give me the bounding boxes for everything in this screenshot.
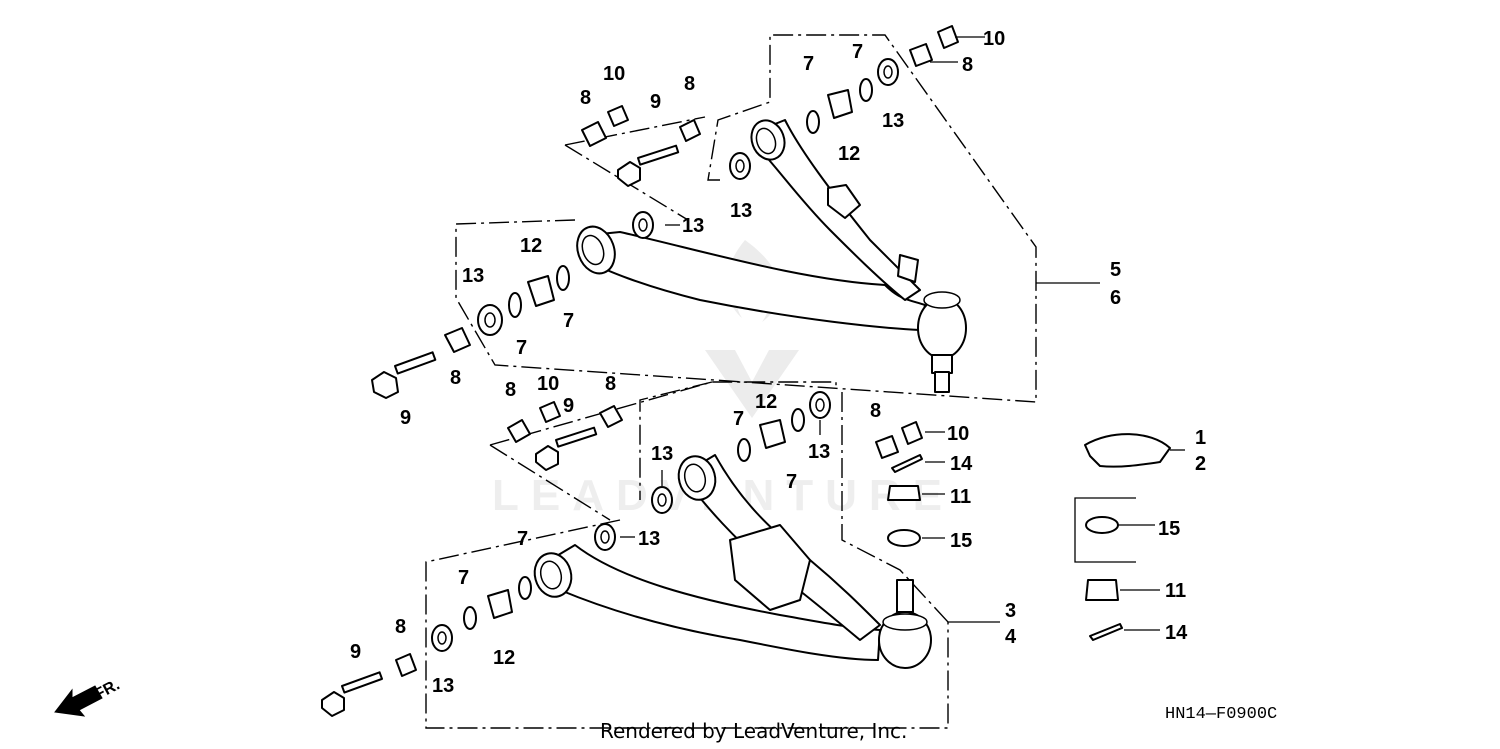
callout-upper-arm-ref-a: 5	[1110, 259, 1121, 281]
callout-guard-ref-b: 2	[1195, 453, 1206, 475]
lower-rear-axis-b	[489, 444, 611, 521]
cotter-pin	[891, 454, 923, 473]
upper-front-bushing	[527, 275, 555, 307]
callout-cotter-pin-b: 14	[1165, 622, 1188, 644]
callout-upper-right-nut: 10	[983, 28, 1005, 50]
callout-washer-a: 15	[950, 530, 972, 552]
upper-rear-nut	[607, 105, 629, 127]
upper-right-nut	[937, 25, 959, 49]
callout-lower-front-nut: 10	[947, 423, 969, 445]
upper-rear-bushing	[827, 89, 853, 119]
cotter-pin-spare	[1089, 623, 1123, 641]
callout-upper-right-oring-b: 7	[852, 41, 863, 63]
callout-upper-arm-ref-b: 6	[1110, 287, 1121, 309]
lower-rear-oring-b	[791, 408, 805, 432]
callout-lower-inner-bearing: 13	[651, 443, 673, 465]
guard-plate	[1084, 433, 1171, 468]
upper-front-bolt	[371, 351, 437, 399]
callout-upper-rear-nut: 10	[603, 63, 625, 85]
callout-upper-right-collar: 8	[962, 54, 973, 76]
washer-bracket	[1074, 497, 1136, 563]
lower-arm-group-outline	[425, 519, 949, 729]
upper-rear-collar-a	[581, 121, 607, 147]
callout-upper-rear-collar-a: 8	[580, 87, 591, 109]
lower-front-collar	[875, 435, 899, 459]
lower-front-collar-b	[395, 653, 417, 677]
lower-front-bolt	[321, 671, 383, 717]
diagram-code: HN14—F0900C	[1165, 705, 1277, 724]
lower-front-oring-b	[518, 576, 532, 600]
callout-upper-bearing-inner-left: 13	[682, 215, 704, 237]
upper-rear-oring-b	[859, 78, 873, 102]
callout-lower-rear-bolt: 9	[563, 395, 574, 417]
callout-upper-oring-left-a: 7	[516, 337, 527, 359]
upper-arm-group-outline	[455, 34, 1037, 403]
callout-lower-front-collar-b: 8	[395, 616, 406, 638]
callout-washer-b: 15	[1158, 518, 1180, 540]
upper-front-collar	[444, 327, 471, 353]
callout-lower-arm-ref-a: 3	[1005, 600, 1016, 622]
callout-lower-rear-nut: 10	[537, 373, 559, 395]
castle-nut	[887, 485, 921, 501]
upper-right-collar	[909, 43, 933, 67]
callout-lower-rear-collar-a: 8	[505, 379, 516, 401]
lower-rear-bushing	[759, 419, 786, 449]
callout-lower-arm-ref-b: 4	[1005, 626, 1017, 648]
lower-mid-axis	[639, 381, 713, 500]
callout-upper-right-bearing: 13	[882, 110, 904, 132]
callout-upper-rear-bearing: 13	[730, 200, 752, 222]
lower-front-oring	[463, 606, 477, 630]
lower-rear-bolt	[535, 426, 598, 471]
callout-lower-rear-oring-b: 7	[786, 471, 797, 493]
callout-upper-bushing-left: 12	[520, 235, 542, 257]
callout-upper-rear-collar-b: 8	[684, 73, 695, 95]
callout-lower-rear-bushing: 12	[755, 391, 777, 413]
upper-rear-oring	[806, 110, 820, 134]
front-direction-arrow	[54, 685, 103, 717]
callout-lower-front-bearing: 13	[432, 675, 454, 697]
castle-nut-spare	[1085, 579, 1119, 601]
upper-rear-bolt-axis-b	[564, 116, 706, 146]
lower-front-axis	[841, 392, 949, 623]
washer-spare	[1085, 516, 1119, 534]
lower-rear-nut	[539, 401, 561, 423]
callout-upper-right-bushing: 12	[838, 143, 860, 165]
callout-upper-oring-left-b: 7	[563, 310, 574, 332]
callout-lower-rear-collar-b: 8	[605, 373, 616, 395]
credit-text: Rendered by LeadVenture, Inc.	[600, 719, 907, 743]
callout-upper-collar-left: 8	[450, 367, 461, 389]
lower-rear-collar-a	[507, 419, 531, 443]
callout-upper-right-oring-a: 7	[803, 53, 814, 75]
upper-rear-bolt	[617, 144, 680, 187]
callout-upper-bolt-left: 9	[400, 407, 411, 429]
callout-castle-nut-a: 11	[950, 486, 971, 508]
upper-rear-collar-b	[679, 119, 701, 142]
washer	[887, 529, 921, 547]
callout-lower-front-oring-a: 7	[458, 567, 469, 589]
lower-control-arm	[533, 454, 932, 669]
callout-lower-front-oring-b: 7	[517, 528, 528, 550]
callout-lower-rear-oring: 7	[733, 408, 744, 430]
callout-guard-ref-a: 1	[1195, 427, 1206, 449]
callout-lower-rear-bearing: 13	[808, 441, 830, 463]
callout-lower-front-collar: 8	[870, 400, 881, 422]
upper-control-arm	[576, 119, 967, 393]
lower-front-bushing	[487, 589, 513, 619]
upper-front-oring-b	[556, 265, 570, 291]
lower-front-nut	[901, 421, 923, 445]
callout-lower-front-bolt: 9	[350, 641, 361, 663]
callout-upper-bearing-left: 13	[462, 265, 484, 287]
callout-castle-nut-b: 11	[1165, 580, 1186, 602]
callout-cotter-pin-a: 14	[950, 453, 973, 475]
lower-rear-oring	[737, 438, 751, 462]
lower-rear-collar-b	[599, 405, 623, 428]
leader-lines	[620, 36, 1185, 631]
callout-upper-rear-bolt: 9	[650, 91, 661, 113]
upper-front-oring	[508, 292, 522, 318]
callout-lower-front-bushing: 12	[493, 647, 515, 669]
callout-lower-inner-bearing-b: 13	[638, 528, 660, 550]
